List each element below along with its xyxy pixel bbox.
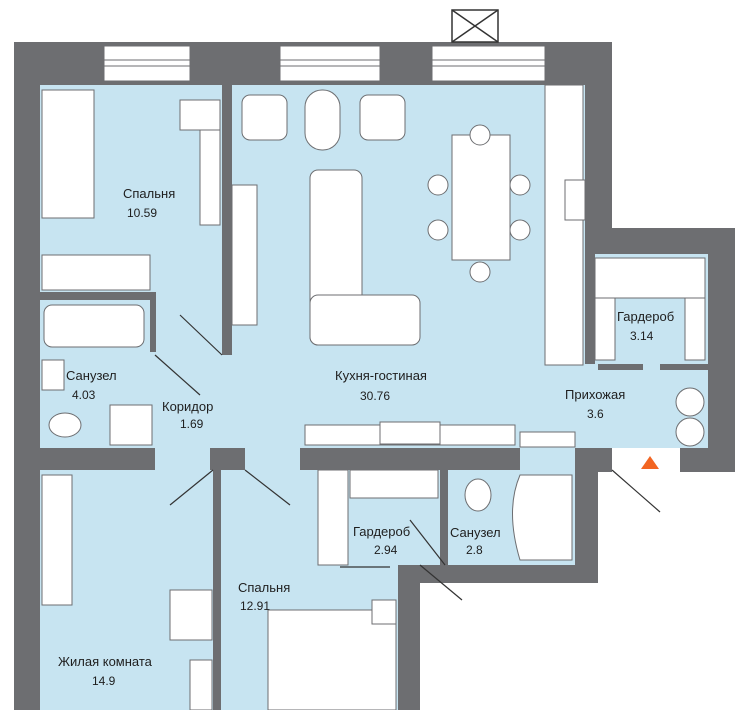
shower-icon [512,474,573,561]
wardrobe-icon [41,474,73,606]
wardrobe-icon [594,257,706,299]
bathtub-icon [43,304,145,348]
sink-icon [41,359,65,391]
room-area-wardrobe-1: 3.14 [630,329,654,343]
toilet-icon [48,412,82,438]
coffee-table-icon [304,89,341,151]
room-area-bathroom-1: 4.03 [72,388,96,402]
tv-stand-icon [231,184,258,326]
room-area-bathroom-2: 2.8 [466,543,483,557]
stove-icon [564,179,586,221]
room-name-bathroom-1: Санузел [66,368,117,383]
room-area-wardrobe-2: 2.94 [374,543,398,557]
wardrobe-icon [317,469,349,566]
room-area-bedroom-1: 10.59 [127,206,158,220]
shelf-icon [189,659,213,710]
dining-table-icon [451,134,511,261]
room-area-corridor: 1.69 [180,417,204,431]
room-name-wardrobe-2: Гардероб [353,524,411,539]
armchair-icon [241,94,288,141]
furniture [41,84,706,710]
room-name-bedroom-1: Спальня [123,186,176,201]
desk-icon [169,589,213,641]
cooktop-icon [379,421,441,445]
windows [103,45,546,82]
armchair-icon [359,94,406,141]
room-name-living-room: Жилая комната [58,654,152,669]
desk-icon [179,99,221,131]
room-name-bathroom-2: Санузел [450,525,501,540]
door-swings [154,314,661,601]
room-name-kitchen-living: Кухня-гостиная [335,368,427,383]
room-name-wardrobe-1: Гардероб [617,309,675,324]
shelf-icon [199,119,221,226]
ventilation-shaft-icon [451,9,499,43]
room-area-bedroom-2: 12.91 [240,599,271,613]
room-area-kitchen-living: 30.76 [360,389,391,403]
bed-icon [267,609,397,710]
bed-icon [41,89,95,219]
wardrobe-icon [41,254,151,291]
washer-icon [109,404,153,446]
entrance-marker-icon [641,456,659,469]
room-name-corridor: Коридор [162,399,214,414]
kitchen-counter-icon [544,84,584,366]
room-area-hallway: 3.6 [587,407,604,421]
toilet-icon [464,478,492,512]
room-area-living-room: 14.9 [92,674,116,688]
room-name-hallway: Прихожая [565,387,626,402]
room-name-bedroom-2: Спальня [238,580,291,595]
